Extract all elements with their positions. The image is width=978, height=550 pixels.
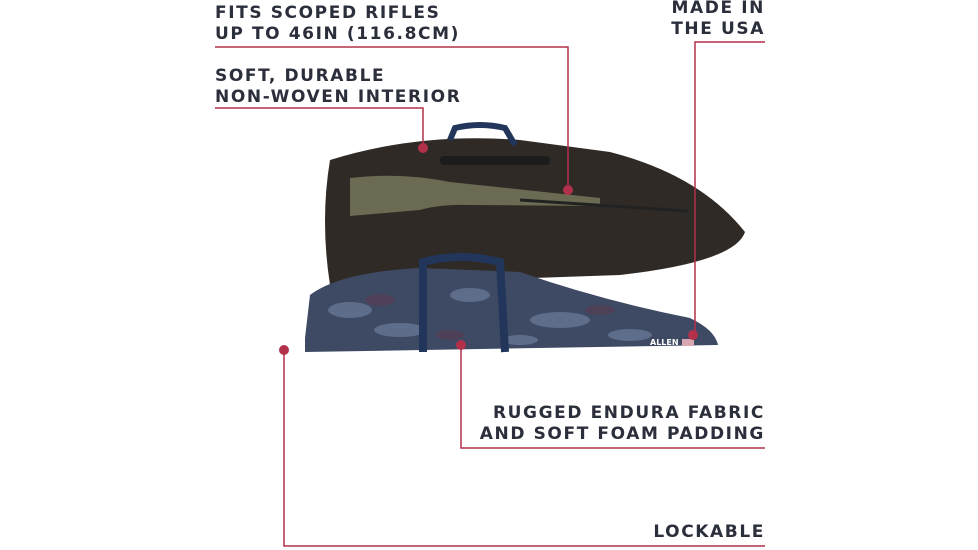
callout-fits-line2: up to 46in (116.8cm) xyxy=(215,24,460,44)
camo-case-handle xyxy=(419,253,509,353)
callout-interior: Soft, durablenon-woven interior xyxy=(215,66,461,108)
brand-logo: ALLEN xyxy=(650,338,679,347)
callout-fits: Fits scoped riflesup to 46in (116.8cm) xyxy=(215,3,460,45)
callout-lockable: Lockable xyxy=(653,522,765,543)
callout-fabric: Rugged Endura fabricand soft foam paddin… xyxy=(480,403,765,445)
callout-interior-line1: Soft, durable xyxy=(215,66,386,86)
callout-lockable-line1: Lockable xyxy=(653,522,765,542)
callout-interior-line2: non-woven interior xyxy=(215,87,462,107)
open-case-handle xyxy=(447,122,518,147)
callout-usa: Made inthe USA xyxy=(671,0,765,40)
callout-usa-line2: the USA xyxy=(671,19,765,39)
callout-fabric-line1: Rugged Endura fabric xyxy=(492,403,765,423)
open-case xyxy=(325,138,745,285)
callout-usa-line1: Made in xyxy=(671,0,765,18)
callout-dots xyxy=(279,143,698,355)
callout-fits-line1: Fits scoped rifles xyxy=(215,3,441,23)
rifle xyxy=(350,156,689,216)
callout-fabric-line2: and soft foam padding xyxy=(479,424,765,444)
flag-icon xyxy=(682,339,694,346)
leader-lines xyxy=(215,41,765,547)
